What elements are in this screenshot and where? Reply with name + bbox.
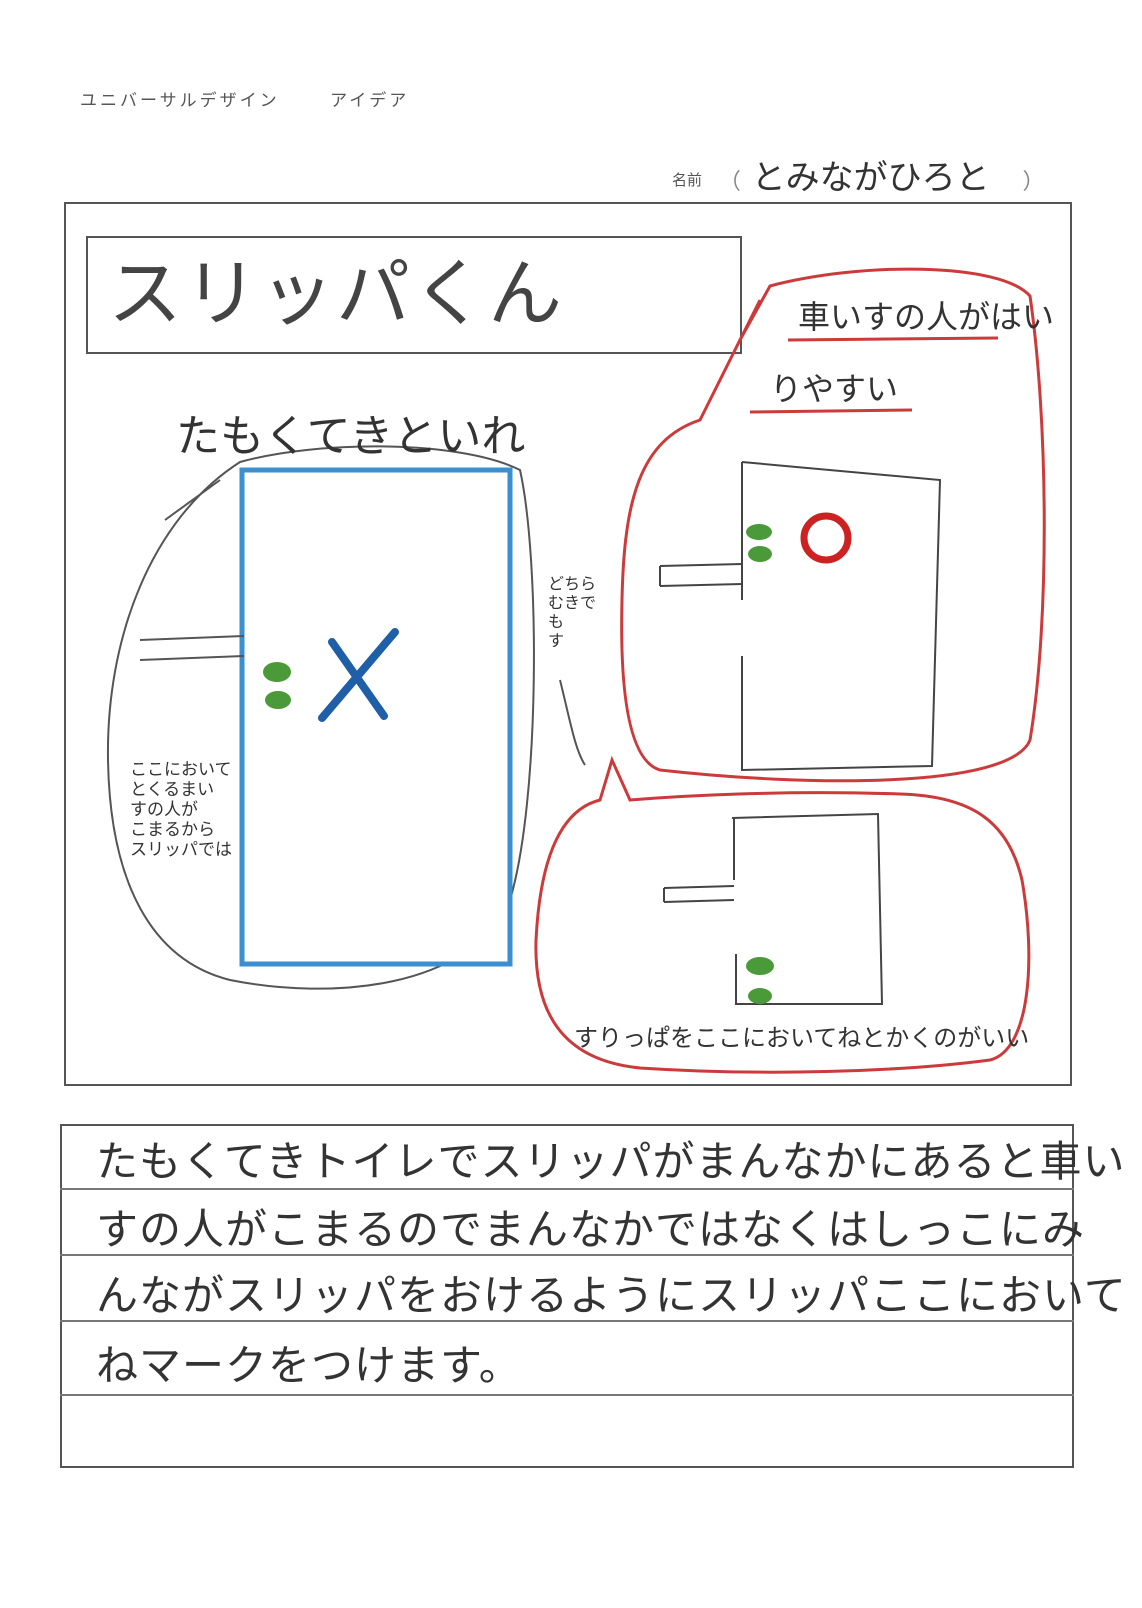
essay-box (60, 1124, 1074, 1468)
slipper-icon (265, 691, 291, 709)
essay-line-2: すの人がこまるのでまんなかではなくはしっこにみ (96, 1205, 1086, 1254)
left-drawing-note: ここにおいて とくるまい すの人が こまるから スリッパでは (130, 760, 232, 860)
slipper-icon (748, 546, 772, 562)
left-toilet-stall (239, 467, 513, 967)
slipper-icon (746, 957, 774, 975)
slipper-icon (748, 988, 772, 1004)
drawing-frame (64, 202, 1072, 1086)
right-bottom-bubble-caption: すりっぱをここにおいてねとかくのがいい (574, 1024, 1030, 1052)
essay-line-4: ねマークをつけます。 (96, 1341, 522, 1390)
idea-title: スリッパくん (108, 251, 564, 337)
circle-mark-icon (800, 512, 852, 564)
slipper-icon (263, 662, 291, 682)
right-top-bubble-line2: りやすい (770, 370, 899, 408)
middle-note: どちら むきで も す (548, 574, 597, 650)
worksheet-title: ユニバーサルデザイン (80, 91, 280, 111)
worksheet-subtitle: アイデア (330, 91, 410, 111)
left-drawing-caption: たもくてきといれ (176, 411, 526, 462)
student-name: とみながひろと (751, 158, 990, 198)
idea-title-box: スリッパくん (86, 236, 742, 354)
right-bottom-speech-bubble (534, 755, 1031, 1074)
right-bottom-toilet-stall (731, 812, 884, 1005)
right-top-bubble-line1: 車いすの人がはい (798, 298, 1055, 336)
left-thought-bubble (106, 445, 535, 990)
worksheet-header: ユニバーサルデザイン アイデア (80, 86, 451, 111)
slipper-icon (746, 524, 772, 540)
right-top-toilet-stall (741, 461, 942, 772)
essay-line-1: たもくてきトイレでスリッパがまんなかにあると車い (96, 1137, 1126, 1186)
essay-line-3: んながスリッパをおけるようにスリッパここにおいて (96, 1271, 1127, 1320)
name-row: 名前 （ とみながひろと ） (672, 158, 1045, 198)
right-top-speech-bubble (620, 267, 1046, 783)
cross-mark-icon (318, 628, 399, 722)
name-label: 名前 (672, 171, 703, 189)
